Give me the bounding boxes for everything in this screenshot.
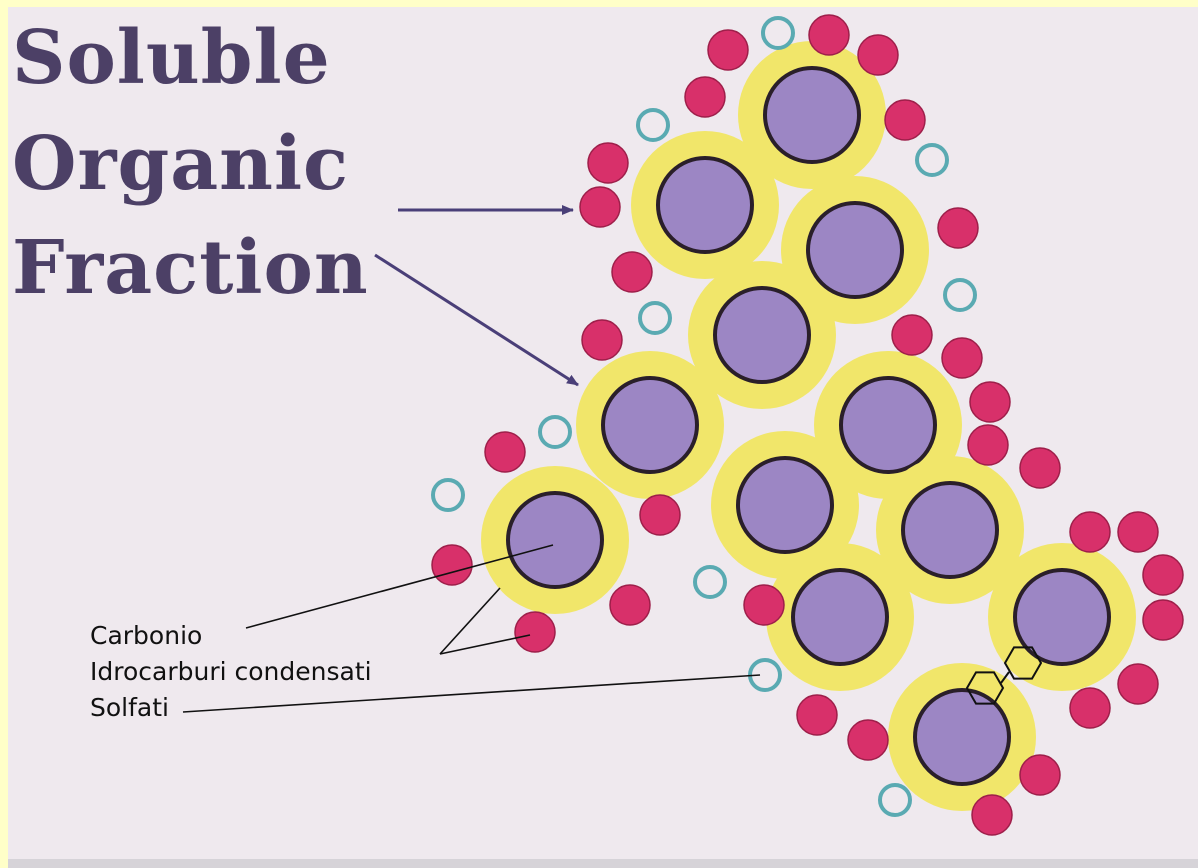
sulfate-particle <box>582 320 622 360</box>
open-ring-particle <box>917 145 947 175</box>
sulfate-particle <box>892 315 932 355</box>
slide-canvas: Soluble Organic Fraction Carbonio Idroca… <box>8 7 1198 859</box>
carbon-core <box>738 458 832 552</box>
sulfate-particle <box>1020 448 1060 488</box>
sulfate-particle <box>612 252 652 292</box>
sulfate-particle <box>1070 512 1110 552</box>
open-ring-particle <box>640 303 670 333</box>
carbon-core <box>715 288 809 382</box>
sulfate-particle <box>885 100 925 140</box>
sulfate-particle <box>1118 512 1158 552</box>
open-ring-particle <box>433 480 463 510</box>
carbon-core <box>915 690 1009 784</box>
carbon-particle <box>631 131 779 279</box>
sulfate-particle <box>744 585 784 625</box>
carbon-core <box>508 493 602 587</box>
sulfate-particle <box>588 143 628 183</box>
carbon-core <box>808 203 902 297</box>
legend-label-carbon: Carbonio <box>90 623 202 648</box>
sulfate-particle <box>1143 555 1183 595</box>
sulfate-particle <box>938 208 978 248</box>
carbon-particle <box>576 351 724 499</box>
carbon-core <box>658 158 752 252</box>
carbon-particle <box>988 543 1136 691</box>
sulfate-particle <box>485 432 525 472</box>
sulfate-particle <box>970 382 1010 422</box>
carbon-core <box>765 68 859 162</box>
sulfate-particle <box>848 720 888 760</box>
sulfate-particle <box>580 187 620 227</box>
bottom-strip <box>8 859 1198 868</box>
pointer-arrow-lower <box>375 255 578 385</box>
carbon-particle <box>888 663 1036 811</box>
sulfate-particle <box>809 15 849 55</box>
leader-line-hydrocarbons-droplet <box>440 635 530 654</box>
sulfate-particle <box>972 795 1012 835</box>
carbon-core <box>841 378 935 472</box>
sulfate-particle <box>942 338 982 378</box>
carbon-core <box>603 378 697 472</box>
carbon-core <box>1015 570 1109 664</box>
carbon-particle <box>481 466 629 614</box>
open-ring-particle <box>763 18 793 48</box>
sulfate-particle <box>858 35 898 75</box>
sulfate-particle <box>610 585 650 625</box>
open-ring-particle <box>695 567 725 597</box>
open-ring-particle <box>880 785 910 815</box>
sulfate-particle <box>968 425 1008 465</box>
leader-line-hydrocarbons-ring <box>440 588 500 654</box>
carbon-particle <box>766 543 914 691</box>
sulfate-particle <box>1070 688 1110 728</box>
sulfate-particle <box>515 612 555 652</box>
title-line-2: Organic <box>12 127 349 201</box>
legend-label-sulfates: Solfati <box>90 695 169 720</box>
sulfate-particle <box>1118 664 1158 704</box>
open-ring-particle <box>540 417 570 447</box>
title-line-1: Soluble <box>12 21 331 95</box>
sulfate-particle <box>708 30 748 70</box>
carbon-core <box>793 570 887 664</box>
open-ring-particle <box>945 280 975 310</box>
carbon-core <box>903 483 997 577</box>
sulfate-particle <box>797 695 837 735</box>
open-ring-particle <box>638 110 668 140</box>
sulfate-particle <box>640 495 680 535</box>
sulfate-particle <box>1020 755 1060 795</box>
sulfate-particle <box>1143 600 1183 640</box>
sulfate-particle <box>685 77 725 117</box>
legend-label-hydrocarbons: Idrocarburi condensati <box>90 659 372 684</box>
sulfate-particle <box>432 545 472 585</box>
title-line-3: Fraction <box>12 231 369 305</box>
